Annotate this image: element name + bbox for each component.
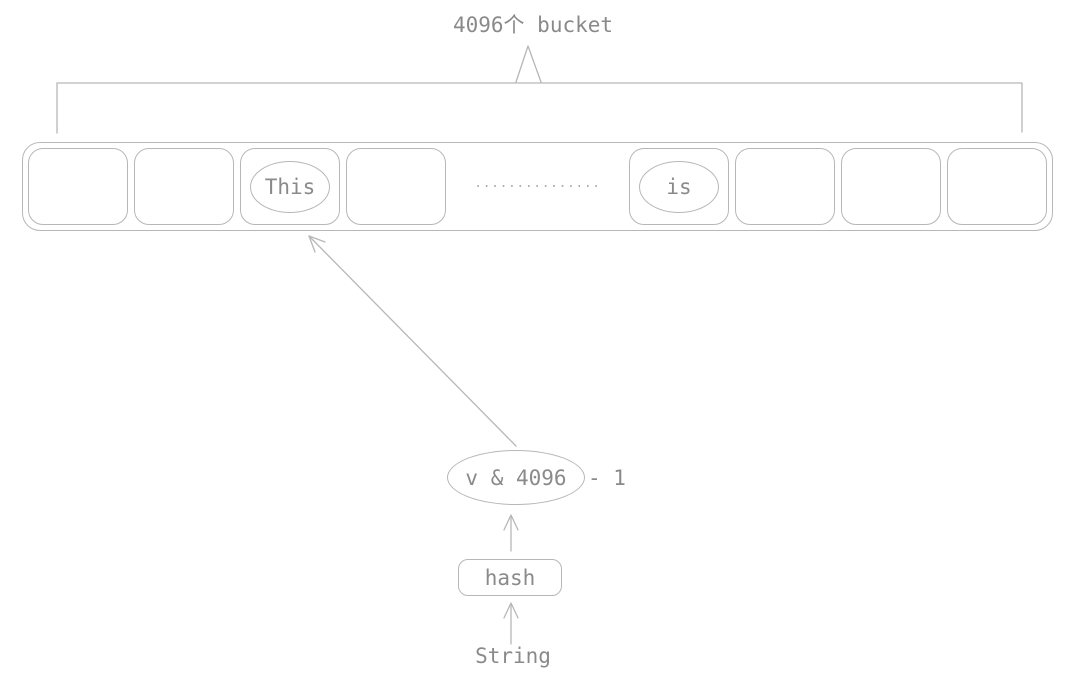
bucket-array: This ............... is	[22, 142, 1053, 231]
bucket-cell	[346, 148, 446, 225]
hash-function-label: hash	[484, 565, 536, 590]
bucket-entry-ellipse: is	[639, 160, 719, 213]
hash-function-box: hash	[458, 559, 562, 596]
bracket-peak-icon	[515, 45, 542, 83]
arrowhead-icon	[503, 514, 519, 531]
bucket-ellipsis-zone: ...............	[452, 143, 623, 230]
source-string-label: String	[475, 644, 551, 668]
arrowhead-icon	[503, 602, 519, 619]
index-expression-ellipse: v & 4096	[447, 450, 585, 505]
bucket-cell	[947, 148, 1047, 225]
bucket-count-title: 4096个 bucket	[452, 13, 614, 37]
bucket-cell: This	[240, 148, 340, 225]
ellipsis-dots: ...............	[474, 176, 601, 191]
bucket-cell	[735, 148, 835, 225]
arrow-hash-to-expr	[503, 514, 519, 552]
arrow-string-to-hash	[503, 602, 519, 645]
bucket-cell	[841, 148, 941, 225]
arrowhead-icon	[308, 235, 326, 253]
index-expression: v & 4096 - 1	[447, 450, 626, 505]
index-expression-suffix: - 1	[588, 465, 626, 490]
arrow-expr-to-bucket	[308, 235, 517, 447]
bucket-cell	[28, 148, 128, 225]
bucket-cell	[134, 148, 234, 225]
bucket-entry-ellipse: This	[250, 160, 330, 213]
bucket-cell: is	[629, 148, 729, 225]
bucket-range-bracket	[56, 82, 1023, 134]
